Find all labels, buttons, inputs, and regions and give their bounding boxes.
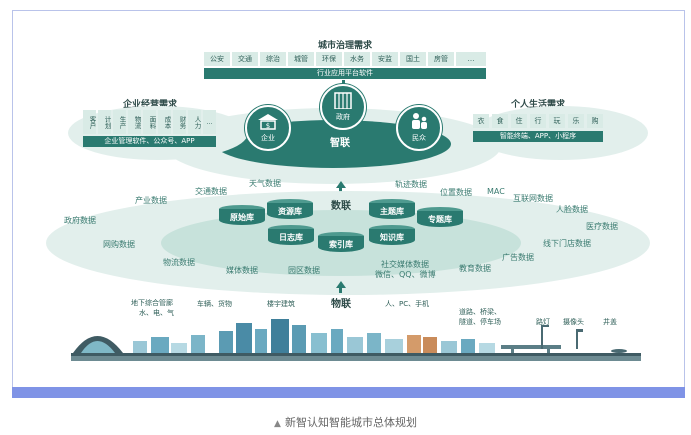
arrow-up-icon [336, 181, 346, 188]
data-source: 媒体数据 [226, 266, 258, 275]
left-bar: 企业管理软件、公众号、APP [83, 136, 216, 147]
iot-buildings-label: 楼宇建筑 [267, 300, 295, 308]
iot-manhole-label: 井盖 [603, 318, 617, 326]
triangle-up-icon: ▲ [274, 419, 281, 429]
data-source: 微信、QQ、微博 [375, 270, 436, 279]
left-cell: 客户 [83, 110, 96, 134]
data-source: 轨迹数据 [395, 180, 427, 189]
arrow-up-icon [336, 281, 346, 288]
top-cell: 环保 [316, 52, 342, 66]
enterprise-label: 企业 [261, 134, 275, 142]
top-cells: 公安 交通 综治 城管 环保 水务 安监 国土 房管 … [204, 52, 486, 66]
government-circle: 政府 [320, 84, 366, 130]
left-cell: 面料 [143, 110, 156, 134]
data-source: 产业数据 [135, 196, 167, 205]
zhilian-label: 智联 [330, 138, 350, 149]
iot-vehicles-label: 车辆、货物 [197, 300, 232, 308]
database-special: 专题库 [417, 207, 463, 229]
citizen-label: 民众 [412, 134, 426, 142]
left-cell: 人力 [188, 110, 201, 134]
figure-caption: ▲新智认知智能城市总体规划 [0, 414, 691, 430]
right-cell: 食 [492, 114, 508, 128]
top-cell: 安监 [372, 52, 398, 66]
left-cell: 物流 [128, 110, 141, 134]
top-bar: 行业应用平台软件 [204, 68, 486, 79]
building-dollar-icon: $ [258, 114, 278, 130]
data-source: 广告数据 [502, 253, 534, 262]
wulian-label: 物联 [331, 299, 351, 310]
database-resource: 资源库 [267, 199, 313, 221]
top-cell: 城管 [288, 52, 314, 66]
right-cells: 衣 食 住 行 玩 乐 购 [473, 114, 603, 128]
data-source: 交通数据 [195, 187, 227, 196]
iot-devices-label: 人、PC、手机 [385, 300, 430, 308]
right-cell: 购 [587, 114, 603, 128]
data-source: 天气数据 [249, 179, 281, 188]
top-cell: 公安 [204, 52, 230, 66]
data-source: 政府数据 [64, 216, 96, 225]
data-source: 教育数据 [459, 264, 491, 273]
right-cell: 玩 [549, 114, 565, 128]
top-cell: … [456, 52, 486, 66]
database-index: 索引库 [318, 232, 364, 254]
left-cell: 生产 [113, 110, 126, 134]
database-raw: 原始库 [219, 205, 265, 227]
top-cell: 水务 [344, 52, 370, 66]
data-source: 网购数据 [103, 240, 135, 249]
left-cell: 计划 [98, 110, 111, 134]
left-cells: 客户 计划 生产 物流 面料 成本 财务 人力 … [83, 110, 216, 134]
left-cell: 财务 [173, 110, 186, 134]
data-source: 互联网数据 [513, 194, 553, 203]
data-source: 社交媒体数据 [381, 260, 429, 269]
top-cell: 综治 [260, 52, 286, 66]
people-icon [412, 113, 427, 129]
iot-roads2-label: 隧道、停车场 [459, 318, 501, 326]
top-title: 城市治理需求 [318, 41, 373, 51]
top-cell: 房管 [428, 52, 454, 66]
top-cell: 国土 [400, 52, 426, 66]
database-topic: 主题库 [369, 199, 415, 221]
government-building-icon [334, 92, 352, 109]
top-cell: 交通 [232, 52, 258, 66]
caption-text: 新智认知智能城市总体规划 [284, 416, 417, 429]
data-source: 园区数据 [288, 266, 320, 275]
right-title: 个人生活需求 [511, 100, 566, 110]
right-cell: 乐 [568, 114, 584, 128]
arrow-stem [339, 287, 342, 293]
data-source: 医疗数据 [586, 222, 618, 231]
iot-utility-sub: 水、电、气 [139, 309, 174, 317]
government-label: 政府 [336, 113, 350, 121]
right-cell: 住 [511, 114, 527, 128]
accent-bar [12, 387, 685, 398]
data-source: 人脸数据 [556, 205, 588, 214]
diagram-frame: 城市治理需求 公安 交通 综治 城管 环保 水务 安监 国土 房管 … 行业应用… [12, 10, 685, 398]
left-cell: 成本 [158, 110, 171, 134]
shulian-label: 数联 [331, 201, 351, 212]
data-source: 位置数据 [440, 188, 472, 197]
left-cell: … [203, 110, 216, 134]
data-source: MAC [487, 187, 505, 196]
citizen-circle: 民众 [396, 105, 442, 151]
city-skyline [71, 319, 641, 361]
right-bar: 智能终端、APP、小程序 [473, 131, 603, 142]
enterprise-circle: $ 企业 [245, 105, 291, 151]
iot-utility-label: 地下综合管廊 [131, 299, 173, 307]
left-title: 企业经营需求 [123, 100, 178, 110]
database-knowledge: 知识库 [369, 225, 415, 247]
iot-camera-label: 摄像头 [563, 318, 584, 326]
iot-lights-label: 路灯 [536, 318, 550, 326]
svg-text:$: $ [266, 122, 270, 130]
data-source: 物流数据 [163, 258, 195, 267]
database-log: 日志库 [268, 225, 314, 247]
iot-roads-label: 道路、桥梁、 [459, 308, 501, 316]
right-cell: 行 [530, 114, 546, 128]
right-cell: 衣 [473, 114, 489, 128]
data-source: 线下门店数据 [543, 239, 591, 248]
arrow-stem [339, 187, 342, 192]
